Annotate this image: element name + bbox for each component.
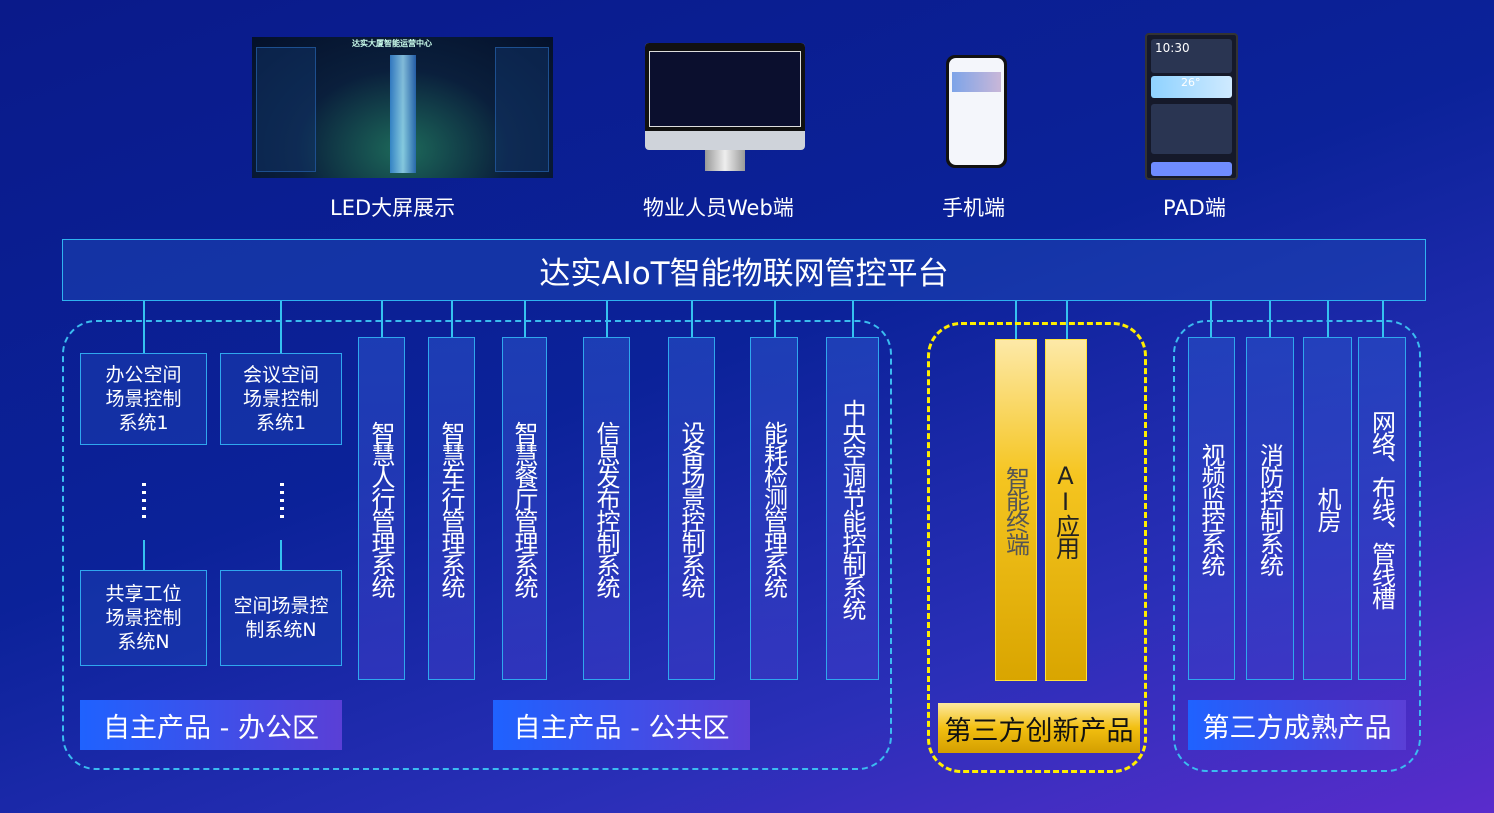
connector	[691, 301, 693, 338]
mature-group-label: 第三方成熟产品	[1188, 700, 1406, 750]
mature-item-bar: 消防控制系统	[1246, 337, 1294, 680]
device-label-led: LED大屏展示	[330, 196, 456, 220]
innovative-item-bar: AI应用	[1045, 339, 1087, 681]
platform-bar: 达实AIoT智能物联网管控平台	[62, 239, 1426, 301]
public-system-bar: 智慧餐厅管理系统	[502, 337, 547, 680]
connector	[143, 301, 145, 353]
connector	[451, 301, 453, 338]
connector	[852, 301, 854, 338]
public-system-bar: 信息发布控制系统	[583, 337, 630, 680]
public-system-bar: 智慧人行管理系统	[358, 337, 405, 680]
connector	[1066, 301, 1068, 339]
device-label-phone: 手机端	[942, 196, 1005, 220]
connector	[280, 540, 282, 570]
connector	[1382, 301, 1384, 338]
office-system-box: 办公空间场景控制系统1	[80, 353, 207, 445]
connector	[606, 301, 608, 338]
connector	[524, 301, 526, 338]
public-system-bar: 能耗检测管理系统	[750, 337, 798, 680]
tower-graphic	[390, 55, 416, 173]
monitor-image	[645, 43, 805, 171]
connector	[1015, 301, 1017, 339]
space-scene-system-box: 空间场景控制系统N	[220, 570, 342, 666]
connector	[1210, 301, 1212, 338]
mature-item-bar: 网络、布线、管线槽	[1358, 337, 1406, 680]
connector	[774, 301, 776, 338]
pad-temp: 26°	[1151, 76, 1232, 98]
ellipsis-dots	[280, 483, 284, 523]
connector	[143, 540, 145, 570]
pad-image: 10:30 26°	[1145, 33, 1238, 180]
device-label-web: 物业人员Web端	[643, 196, 794, 220]
connector	[1269, 301, 1271, 338]
innovative-item-bar: 智能终端	[995, 339, 1037, 681]
innovative-group-label: 第三方创新产品	[938, 703, 1140, 753]
device-label-pad: PAD端	[1163, 196, 1226, 220]
public-system-bar: 中央空调节能控制系统	[826, 337, 879, 680]
connector	[381, 301, 383, 338]
led-screen-title: 达实大厦智能运营中心	[352, 39, 432, 48]
group-innovative	[927, 322, 1147, 773]
mature-item-bar: 视频监控系统	[1188, 337, 1235, 680]
public-system-bar: 智慧车行管理系统	[428, 337, 475, 680]
connector	[1327, 301, 1329, 338]
public-system-bar: 设备场景控制系统	[668, 337, 715, 680]
group-mature	[1173, 320, 1421, 772]
mature-item-bar: 机房	[1303, 337, 1352, 680]
led-screen-image: 达实大厦智能运营中心	[252, 37, 553, 178]
group-own-products	[62, 320, 892, 770]
ellipsis-dots	[142, 483, 146, 523]
phone-image	[946, 55, 1007, 168]
pad-time: 10:30	[1151, 39, 1232, 73]
meeting-system-box: 会议空间场景控制系统1	[220, 353, 342, 445]
office-group-label: 自主产品 - 办公区	[80, 700, 342, 750]
platform-title: 达实AIoT智能物联网管控平台	[539, 255, 949, 292]
public-group-label: 自主产品 - 公共区	[493, 700, 750, 750]
shared-desk-system-box: 共享工位场景控制系统N	[80, 570, 207, 666]
connector	[280, 301, 282, 353]
